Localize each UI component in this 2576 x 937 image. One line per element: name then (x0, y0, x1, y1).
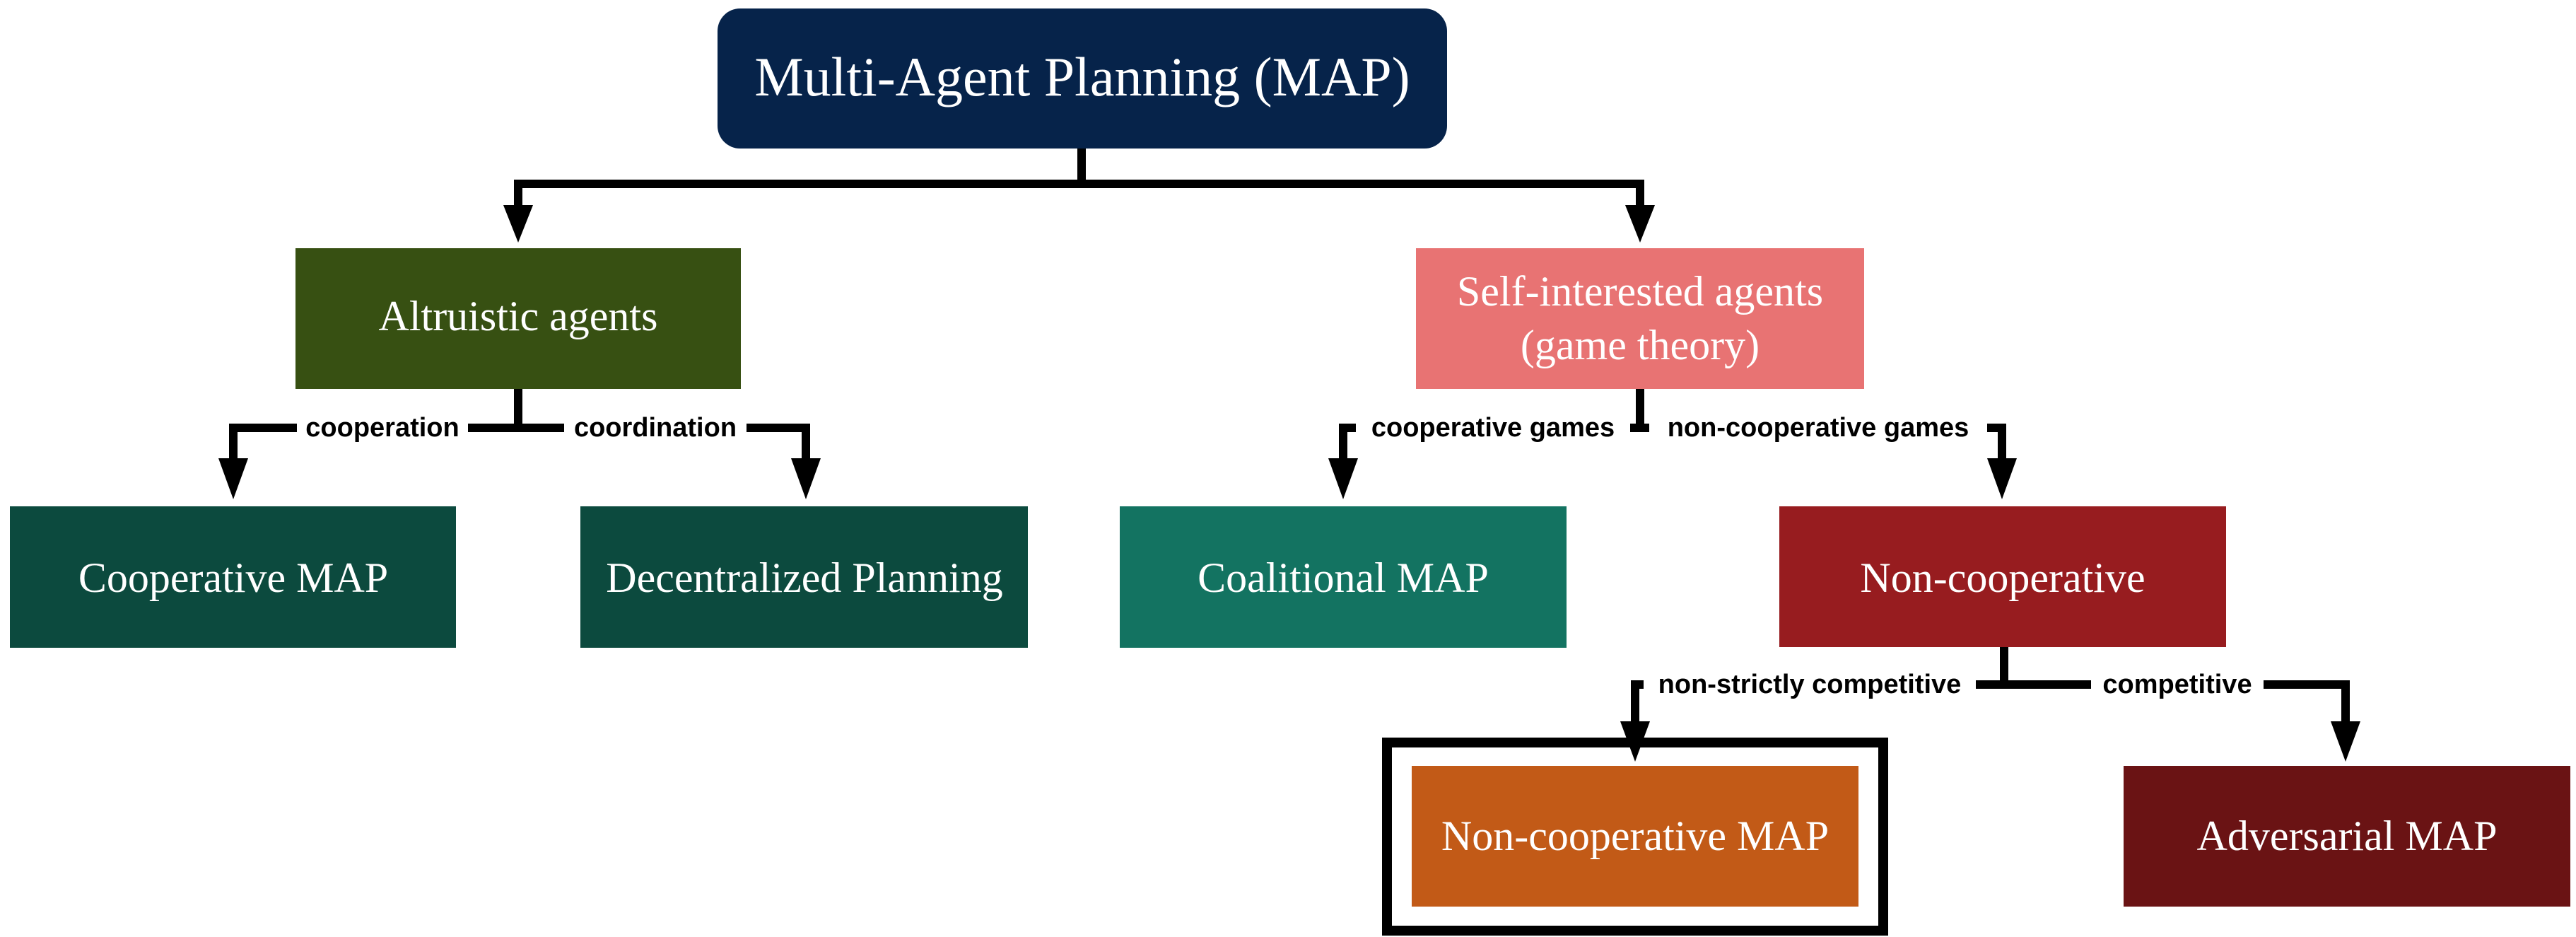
arrowhead-adversarial (2331, 721, 2360, 762)
node-cooperative-map-label: Cooperative MAP (78, 554, 388, 601)
node-decentralized-box (580, 506, 1028, 648)
node-altruistic-label: Altruistic agents (379, 293, 658, 339)
arrowhead-cooperative-map (218, 458, 248, 499)
node-non-cooperative: Non-cooperative (1779, 506, 2226, 647)
arrowhead-altruistic (503, 205, 533, 243)
node-non-cooperative-map-label: Non-cooperative MAP (1441, 813, 1829, 859)
node-self-interested-box (1416, 248, 1864, 389)
node-non-cooperative-map: Non-cooperative MAP (1382, 738, 1888, 936)
edge-root-to-altruistic (514, 149, 1086, 223)
edge-label-non-strictly-competitive: non-strictly competitive (1658, 670, 1962, 699)
node-non-cooperative-box (1779, 506, 2226, 647)
edge-label-coordination: coordination (574, 413, 737, 443)
node-altruistic-agents: Altruistic agents (295, 248, 741, 389)
node-self-interested-agents: Self-interested agents (game theory) (1416, 248, 1864, 389)
node-adversarial-map: Adversarial MAP (2124, 766, 2570, 907)
node-decentralized-planning: Decentralized Planning (580, 506, 1028, 648)
edge-label-competitive: competitive (2102, 670, 2252, 699)
node-non-cooperative-map-frame (1382, 738, 1888, 936)
node-coalitional-map: Coalitional MAP (1120, 506, 1567, 648)
node-cooperative-map-box (10, 506, 456, 648)
node-adversarial-label: Adversarial MAP (2197, 813, 2498, 859)
node-non-cooperative-map-box (1412, 766, 1858, 907)
node-self-interested-label-line1: Self-interested agents (1457, 268, 1823, 315)
node-non-cooperative-label: Non-cooperative (1860, 554, 2145, 601)
node-cooperative-map: Cooperative MAP (10, 506, 456, 648)
node-decentralized-label: Decentralized Planning (606, 554, 1002, 601)
node-root-label: Multi-Agent Planning (MAP) (754, 46, 1410, 107)
node-adversarial-box (2124, 766, 2570, 907)
arrowheads (218, 205, 2360, 762)
edge-label-non-cooperative-games: non-cooperative games (1668, 413, 1969, 443)
node-altruistic-box (295, 248, 741, 389)
edge-labels: cooperation coordination cooperative gam… (297, 410, 2264, 702)
edge-root-to-self-interested (1082, 180, 1644, 223)
arrowhead-non-cooperative (1987, 458, 2017, 499)
node-self-interested-label-line2: (game theory) (1521, 322, 1760, 368)
arrowhead-decentralized (791, 458, 821, 499)
node-root-box (718, 8, 1447, 149)
node-coalitional-box (1120, 506, 1567, 648)
arrowhead-self-interested (1625, 205, 1655, 243)
arrowhead-coalitional (1328, 458, 1358, 499)
node-root: Multi-Agent Planning (MAP) (718, 8, 1447, 149)
node-coalitional-label: Coalitional MAP (1198, 554, 1489, 601)
edge-label-cooperation: cooperation (305, 413, 459, 443)
edge-label-cooperative-games: cooperative games (1371, 413, 1615, 443)
